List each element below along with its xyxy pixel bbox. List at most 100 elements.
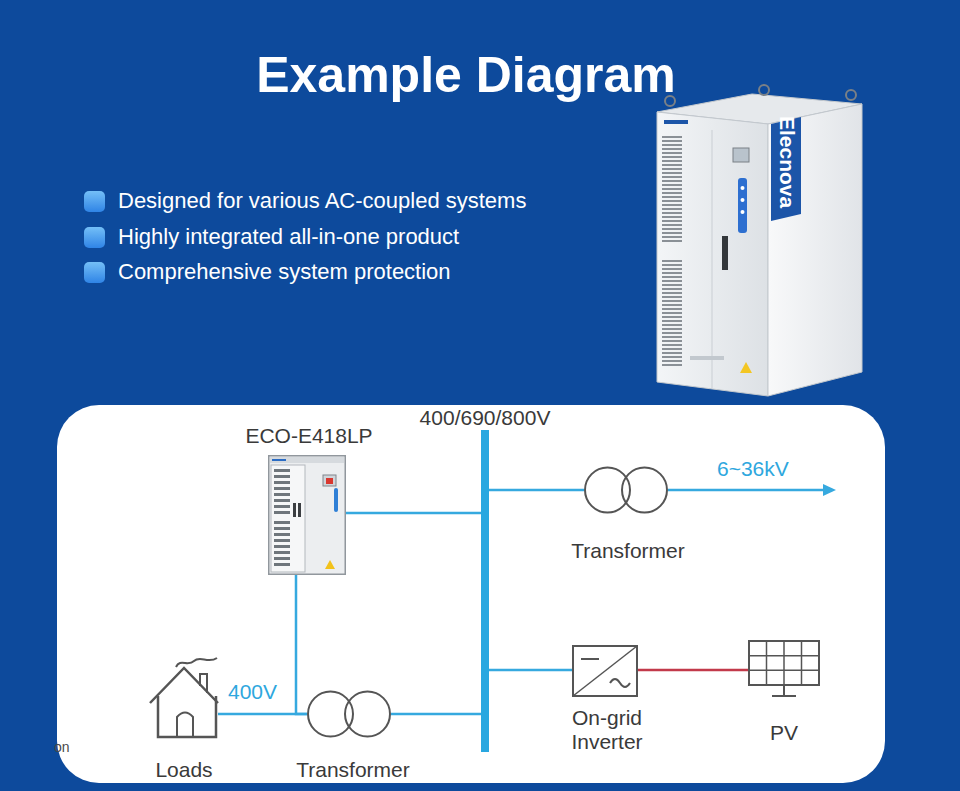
lifting-eye [759,85,769,95]
vent-slit [274,505,290,508]
vent-slit [274,499,290,502]
panel-grid [783,641,785,685]
bus-voltage: 400/690/800V [375,406,595,430]
pv-panel: PV [748,640,820,698]
cabinet-left-door [271,465,305,572]
door-handle [298,503,301,517]
panel-stand [783,685,785,695]
door-handle [293,503,296,517]
cabinet-front [657,112,768,396]
front-logo [664,120,688,124]
inverter-symbol-outline [572,645,638,697]
bus-bar-outline [481,430,489,752]
house-roof [150,668,218,703]
lifting-eye [846,90,856,100]
nameplate [690,356,724,360]
vent-slit [274,563,290,566]
dc-symbol [581,658,599,660]
winding-circle [585,468,630,513]
ac-cable [346,512,481,515]
inverter-frame [573,646,637,696]
dc-cable [638,669,748,672]
cabinet-side [768,104,862,396]
product-photo [657,85,862,396]
voltage-label: 6~36kV [717,457,789,481]
indicator-strip [738,178,747,233]
display-screen [733,148,749,162]
bullet-marker [84,191,105,212]
node-label: Transformer [253,758,453,782]
panel-grid [749,655,819,657]
ac-cable [391,713,481,716]
ac-cable [296,575,307,714]
vent-slit [274,521,290,524]
brand-stripe [771,117,801,221]
bullet-text: Designed for various AC-coupled systems [118,188,526,214]
display-screen [323,475,336,486]
house-walls [158,696,216,737]
chimney-smoke [176,658,217,667]
cabinet-logo-bar [272,459,286,461]
panel-grid [801,641,803,685]
bullet-text: Comprehensive system protection [118,259,451,285]
node-label: Transformer [528,539,728,563]
vent-grille [662,258,682,366]
inverter-diagonal [573,646,637,696]
indicator-strip [334,488,338,512]
bus-bar-fill [481,430,489,752]
bullet-marker [84,227,105,248]
transformer-symbol: Transformer [584,466,668,514]
door-seam [712,130,713,388]
vent-slit [274,545,290,548]
house-chimney [200,674,207,693]
node-label: On-grid Inverter [557,706,657,754]
vent-slit [274,527,290,530]
panel-grid [766,641,768,685]
diagram-panel [57,405,885,783]
cut-off-text: on [54,738,70,756]
winding-circle [622,468,667,513]
panel-grid [749,670,819,672]
load-house-outline [150,655,218,740]
panel-frame [749,641,819,685]
bullet-marker [84,262,105,283]
voltage-label: 400V [228,680,277,704]
indicator-light [741,186,745,190]
indicator-light [741,210,745,214]
ac-cable [489,669,572,672]
transformer-symbol-outline [584,466,668,514]
transformer-symbol: Transformer [307,690,391,738]
winding-circle [345,692,390,737]
vent-slit [274,551,290,554]
indicator-light [741,198,745,202]
vent-slit [274,539,290,542]
bullet-text: Highly integrated all-in-one product [118,224,459,250]
ac-cable [218,713,307,716]
winding-circle [308,692,353,737]
node-label: PV [724,721,844,745]
vent-slit [274,475,290,478]
cabinet-body [269,456,346,575]
warning-triangle [740,362,752,373]
vent-slit [274,469,290,472]
vent-slit [274,557,290,560]
pv-panel-outline [748,640,820,698]
warning-triangle [325,560,335,569]
vent-slit [274,493,290,496]
inverter-symbol: On-grid Inverter [572,645,638,697]
arrow-head [823,484,836,496]
emergency-button [326,478,333,484]
panel-base [772,695,796,697]
ac-symbol [610,679,630,687]
brand-name: Elecnova [774,116,800,208]
vent-slit [274,487,290,490]
vent-slit [274,481,290,484]
vent-grille [662,135,682,243]
node-label: Loads [114,758,254,782]
vent-slit [274,511,290,514]
house-door [177,713,193,738]
grid-feeder-line [668,489,826,492]
bus-bar: 400/690/800V [481,430,489,752]
